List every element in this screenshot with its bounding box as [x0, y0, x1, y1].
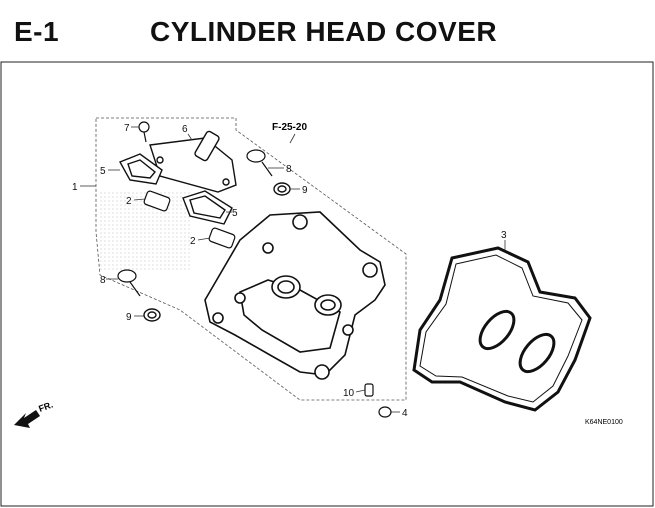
- callout-7: 7: [124, 123, 130, 134]
- subassembly-dashed-outline: [95, 117, 407, 401]
- drawing-code: K64NE0100: [585, 419, 623, 426]
- cylinder-head-cover-part: [204, 211, 386, 380]
- reference-label: F-25-20: [272, 122, 307, 133]
- callout-2-lower: 2: [190, 236, 196, 247]
- front-direction-arrow-icon: [14, 410, 40, 428]
- reference-leader: [289, 133, 296, 144]
- callout-8-upper: 8: [286, 164, 292, 175]
- callout-4: 4: [402, 408, 408, 419]
- section-code: E-1: [14, 16, 60, 47]
- callout-9-lower: 9: [126, 312, 132, 323]
- plug-part: [378, 406, 392, 418]
- head-cover-gasket-part: [412, 246, 592, 412]
- callout-5-upper: 5: [100, 166, 106, 177]
- page-title: CYLINDER HEAD COVER: [150, 16, 498, 47]
- callout-6: 6: [182, 124, 188, 135]
- callout-8-lower: 8: [100, 275, 106, 286]
- callout-1: 1: [72, 182, 78, 193]
- separator-plate-part: [143, 190, 236, 249]
- bolt-part: [138, 121, 150, 143]
- breather-gasket-part: [119, 153, 233, 225]
- diagram-border: [0, 61, 654, 507]
- callout-5-lower: 5: [232, 208, 238, 219]
- dowel-pin-part: [364, 383, 374, 397]
- sealing-washer-part: [143, 182, 291, 322]
- callout-9-upper: 9: [302, 185, 308, 196]
- callout-2-upper: 2: [126, 196, 132, 207]
- cover-bolt-part: [117, 149, 273, 297]
- direction-label: FR.: [37, 400, 54, 414]
- breather-cover-part: [149, 130, 237, 193]
- callout-10: 10: [343, 388, 355, 399]
- callout-3: 3: [501, 230, 507, 241]
- callout-leaders: [80, 126, 506, 413]
